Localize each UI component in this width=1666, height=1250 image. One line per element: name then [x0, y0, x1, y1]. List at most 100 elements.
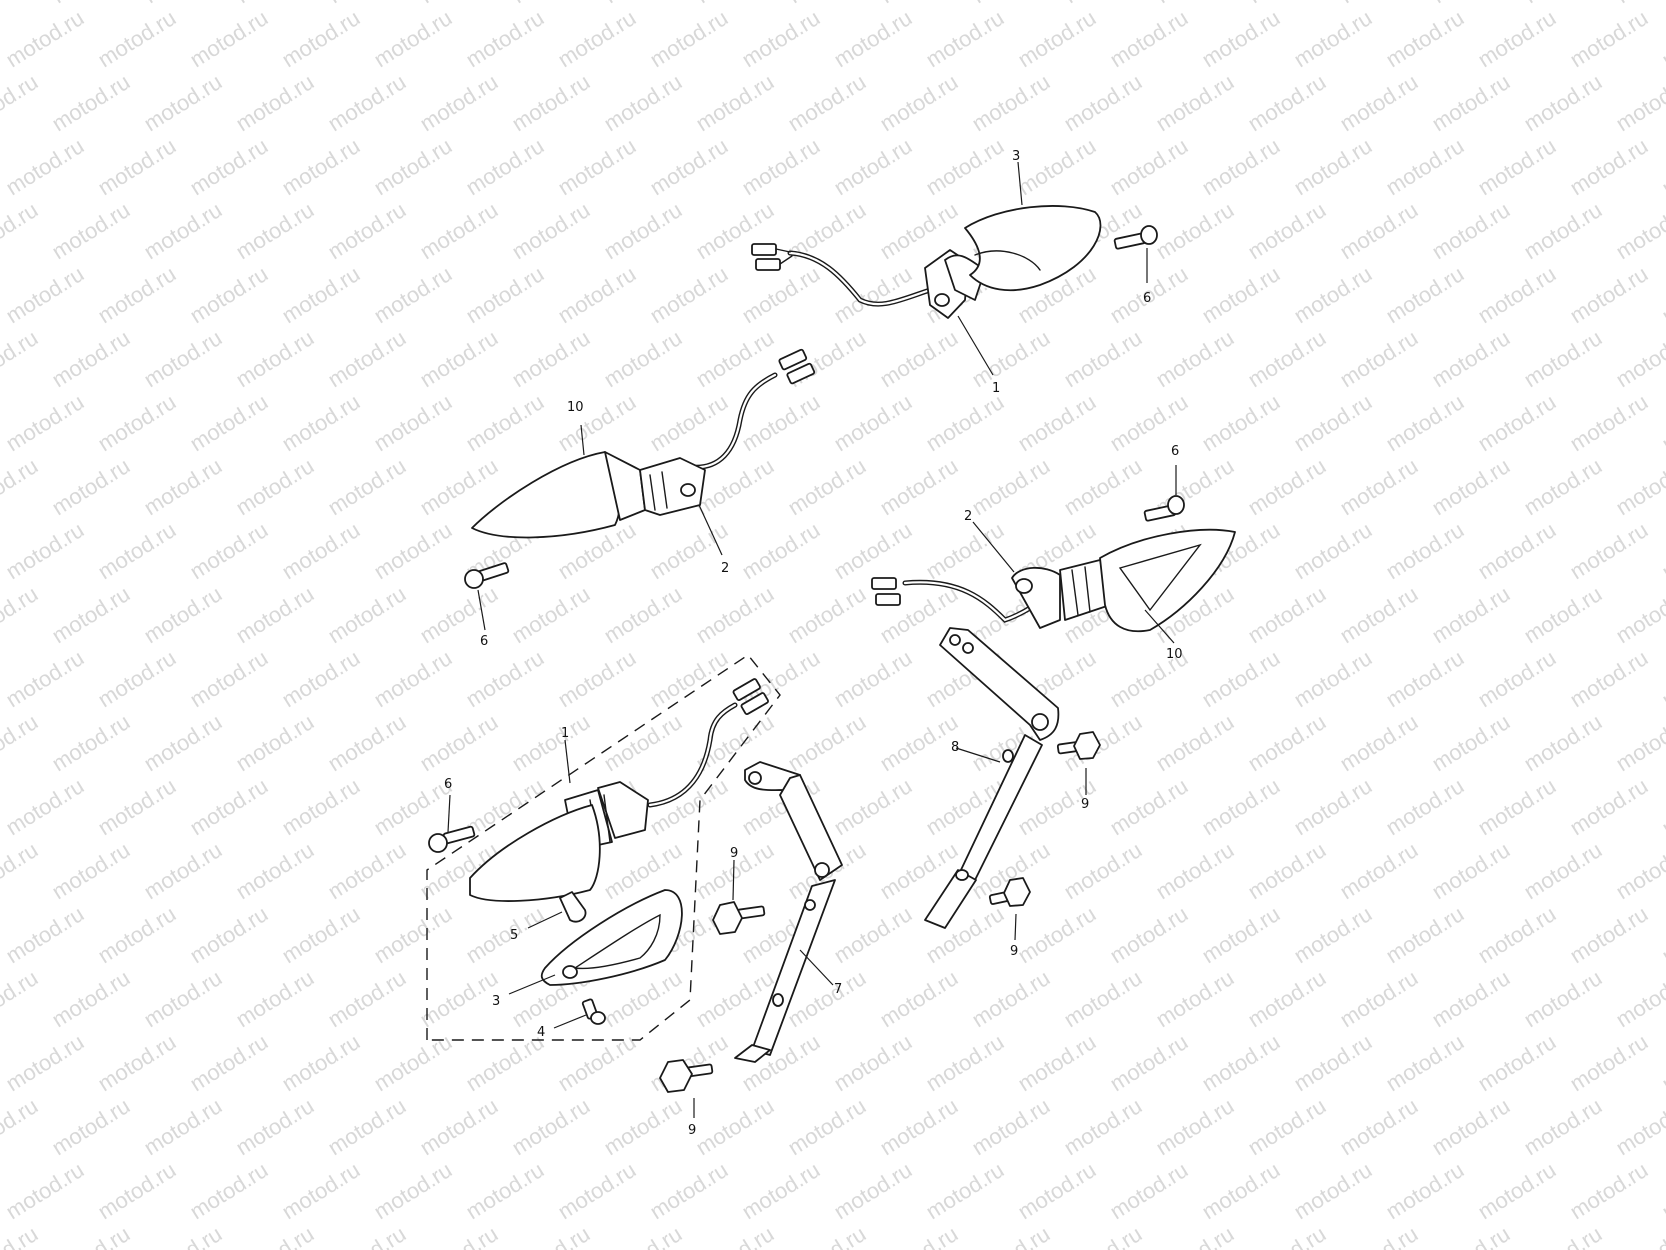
watermark-text: motod.ru — [323, 325, 410, 392]
connector-terminals — [732, 678, 769, 715]
watermark-text: motod.ru — [1105, 133, 1192, 200]
indicator-assembly-top — [751, 205, 1102, 319]
watermark-text: motod.ru — [1, 773, 88, 840]
watermark-text: motod.ru — [139, 965, 226, 1032]
watermark-text: motod.ru — [1381, 389, 1468, 456]
lens-cover — [1099, 528, 1236, 633]
watermark-text: motod.ru — [139, 837, 226, 904]
watermark-text: motod.ru — [875, 325, 962, 392]
watermark-text: motod.ru — [1657, 5, 1666, 72]
watermark-text: motod.ru — [1565, 773, 1652, 840]
watermark-text: motod.ru — [47, 197, 134, 264]
watermark-text: motod.ru — [553, 645, 640, 712]
watermark-text: motod.ru — [0, 0, 42, 8]
watermark-text: motod.ru — [461, 645, 548, 712]
watermark-text: motod.ru — [47, 709, 134, 776]
watermark-text: motod.ru — [1059, 69, 1146, 136]
watermark-text: motod.ru — [1657, 1029, 1666, 1096]
watermark-text: motod.ru — [737, 517, 824, 584]
leader-lines — [447, 161, 1177, 1118]
watermark-text: motod.ru — [1473, 261, 1560, 328]
watermark-text: motod.ru — [93, 517, 180, 584]
bolt-9-a — [712, 901, 766, 935]
watermark-text: motod.ru — [323, 1093, 410, 1160]
watermark-text: motod.ru — [829, 517, 916, 584]
watermark-text: motod.ru — [323, 0, 410, 8]
watermark-text: motod.ru — [231, 1221, 318, 1250]
watermark-text: motod.ru — [645, 133, 732, 200]
watermark-text: motod.ru — [461, 901, 548, 968]
mounting-bracket-right — [924, 627, 1060, 929]
watermark-text: motod.ru — [1013, 1029, 1100, 1096]
watermark-text: motod.ru — [507, 581, 594, 648]
watermark-text: motod.ru — [1381, 5, 1468, 72]
watermark-text: motod.ru — [691, 0, 778, 8]
callout-9: 9 — [1010, 944, 1018, 959]
watermark-text: motod.ru — [1335, 453, 1422, 520]
watermark-text: motod.ru — [1151, 69, 1238, 136]
watermark-text: motod.ru — [1519, 1221, 1606, 1250]
watermark-text: motod.ru — [1427, 1093, 1514, 1160]
bolt-kit — [428, 825, 476, 853]
watermark-text: motod.ru — [231, 709, 318, 776]
watermark-text: motod.ru — [1473, 773, 1560, 840]
callout-labels: 3 6 1 10 2 6 6 2 10 1 6 5 3 4 9 7 9 8 9 … — [444, 149, 1183, 1138]
watermark-text: motod.ru — [369, 901, 456, 968]
watermark-text: motod.ru — [921, 1029, 1008, 1096]
watermark-text: motod.ru — [1565, 1029, 1652, 1096]
watermark-text: motod.ru — [1197, 901, 1284, 968]
watermark-text: motod.ru — [1427, 837, 1514, 904]
watermark-text: motod.ru — [1611, 581, 1666, 648]
watermark-text: motod.ru — [323, 837, 410, 904]
watermark-text: motod.ru — [1289, 5, 1376, 72]
watermark-text: motod.ru — [323, 709, 410, 776]
watermark-text: motod.ru — [599, 1221, 686, 1250]
watermark-text: motod.ru — [645, 773, 732, 840]
watermark-text: motod.ru — [323, 197, 410, 264]
watermark-text: motod.ru — [507, 69, 594, 136]
callout-10: 10 — [567, 400, 584, 415]
bolt-9-c — [1056, 731, 1101, 760]
watermark-text: motod.ru — [1657, 389, 1666, 456]
watermark-text: motod.ru — [1013, 1157, 1100, 1224]
watermark-text: motod.ru — [1243, 69, 1330, 136]
watermark-text: motod.ru — [829, 1029, 916, 1096]
watermark-text: motod.ru — [185, 1157, 272, 1224]
watermark-text: motod.ru — [1427, 1221, 1514, 1250]
watermark-text: motod.ru — [93, 5, 180, 72]
watermark-text: motod.ru — [231, 69, 318, 136]
watermark-text: motod.ru — [1151, 325, 1238, 392]
watermark-text: motod.ru — [415, 453, 502, 520]
watermark-text: motod.ru — [1565, 261, 1652, 328]
watermark-text: motod.ru — [783, 69, 870, 136]
watermark-text: motod.ru — [783, 453, 870, 520]
watermark-text: motod.ru — [1243, 1221, 1330, 1250]
watermark-text: motod.ru — [93, 1157, 180, 1224]
callout-3: 3 — [492, 994, 500, 1009]
watermark-text: motod.ru — [1197, 645, 1284, 712]
watermark-text: motod.ru — [0, 837, 42, 904]
watermark-text: motod.ru — [507, 1093, 594, 1160]
watermark-text: motod.ru — [323, 453, 410, 520]
watermark-text: motod.ru — [139, 69, 226, 136]
watermark-text: motod.ru — [921, 5, 1008, 72]
watermark-text: motod.ru — [1335, 1093, 1422, 1160]
callout-6: 6 — [444, 777, 452, 792]
bolt-9-d — [988, 877, 1031, 907]
watermark-text: motod.ru — [0, 709, 42, 776]
watermark-text: motod.ru — [369, 133, 456, 200]
watermark-text: motod.ru — [1, 133, 88, 200]
watermark-text: motod.ru — [1197, 1157, 1284, 1224]
watermark-text: motod.ru — [1473, 901, 1560, 968]
watermark-text: motod.ru — [507, 197, 594, 264]
watermark-text: motod.ru — [1427, 69, 1514, 136]
watermark-text: motod.ru — [967, 1221, 1054, 1250]
watermark-text: motod.ru — [461, 261, 548, 328]
watermark-text: motod.ru — [139, 325, 226, 392]
watermark-text: motod.ru — [369, 261, 456, 328]
watermark-text: motod.ru — [231, 1093, 318, 1160]
watermark-text: motod.ru — [1289, 517, 1376, 584]
watermark-text: motod.ru — [1565, 389, 1652, 456]
watermark-text: motod.ru — [829, 1157, 916, 1224]
